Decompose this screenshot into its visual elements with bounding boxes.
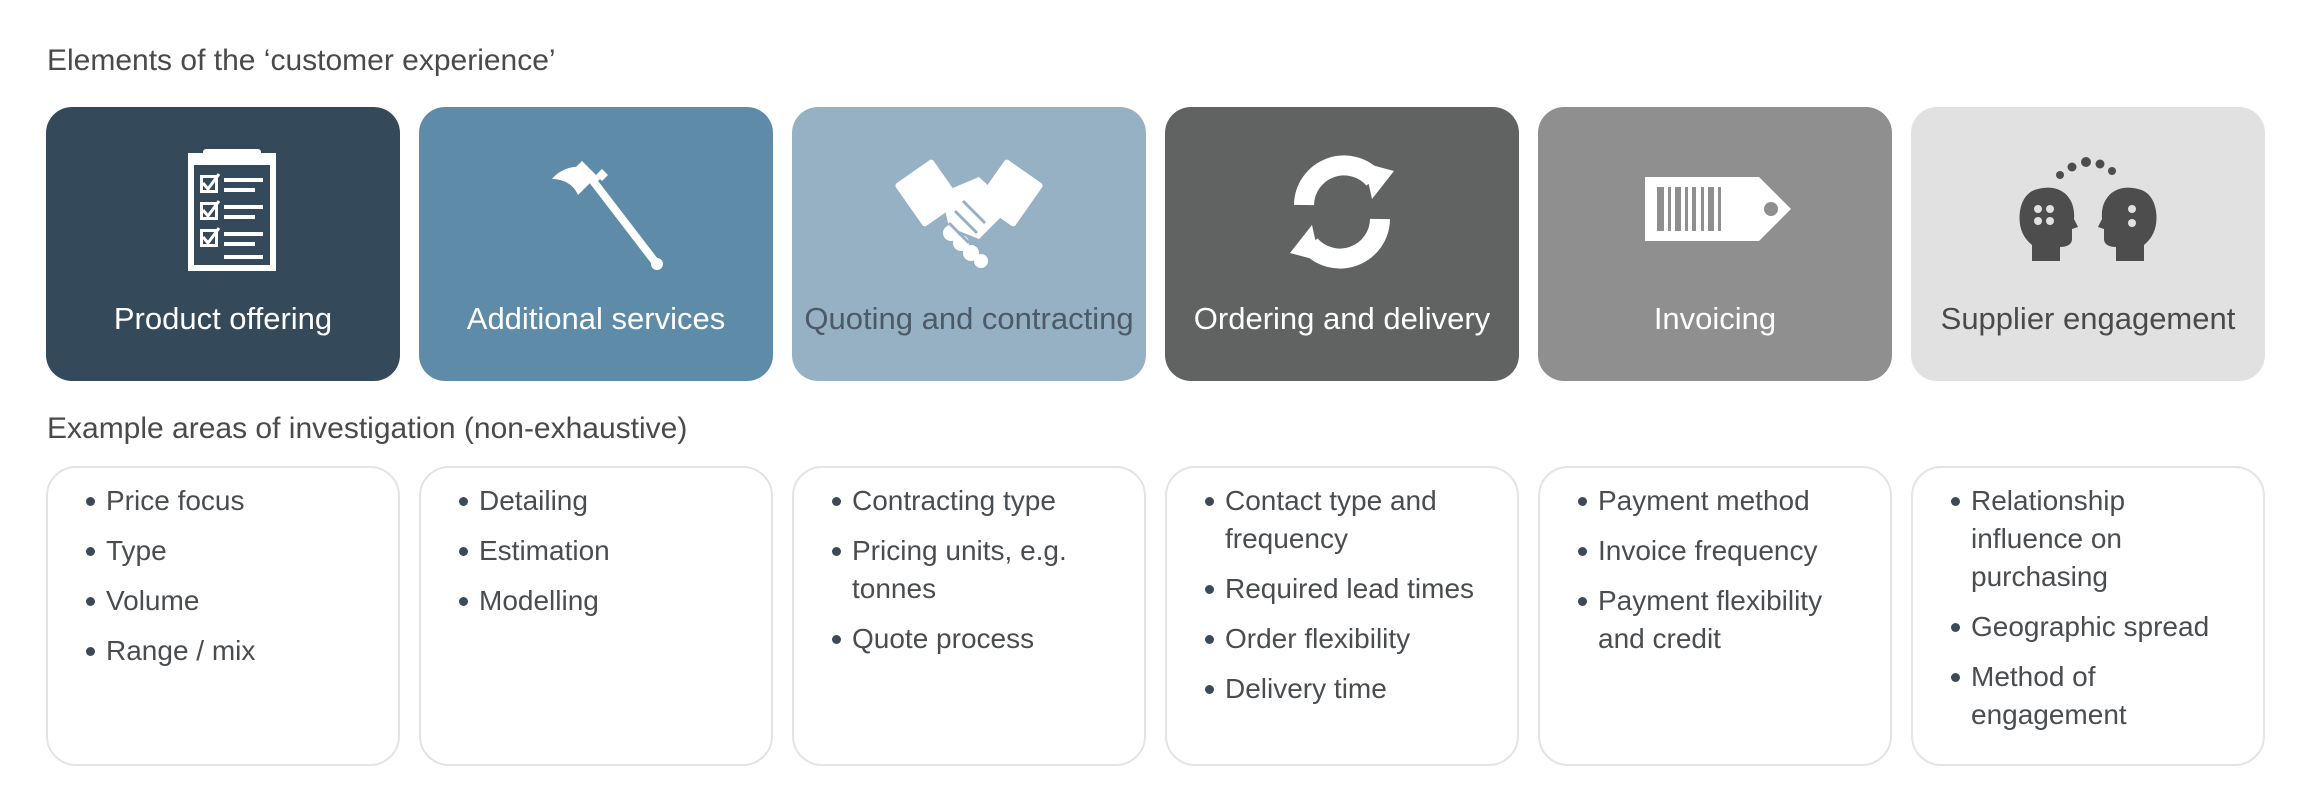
investigation-areas: Price focus Type Volume Range / mix Deta… — [46, 466, 2265, 766]
list-item: Order flexibility — [1205, 620, 1497, 658]
list-item: Contracting type — [832, 482, 1124, 520]
tile-supplier-engagement: Supplier engagement — [1911, 107, 2265, 381]
list-item: Invoice frequency — [1578, 532, 1870, 570]
areas-supplier-engagement: Relationship influence on purchasing Geo… — [1911, 466, 2265, 766]
list-item: Pricing units, e.g. tonnes — [832, 532, 1124, 608]
list-item: Detailing — [459, 482, 751, 520]
tile-label: Ordering and delivery — [1193, 301, 1491, 336]
tile-ordering-and-delivery: Ordering and delivery — [1165, 107, 1519, 381]
tile-invoicing: Invoicing — [1538, 107, 1892, 381]
tile-additional-services: Additional services — [419, 107, 773, 381]
areas-quoting-and-contracting: Contracting type Pricing units, e.g. ton… — [792, 466, 1146, 766]
list-item: Price focus — [86, 482, 378, 520]
list-item: Payment method — [1578, 482, 1870, 520]
tile-product-offering: Product offering — [46, 107, 400, 381]
list-item: Estimation — [459, 532, 751, 570]
areas-additional-services: Detailing Estimation Modelling — [419, 466, 773, 766]
customer-experience-tiles: Product offering Additional services — [46, 107, 2265, 381]
section-heading-areas: Example areas of investigation (non-exha… — [47, 412, 688, 445]
refresh-cycle-icon — [1262, 147, 1422, 277]
tile-label: Additional services — [466, 301, 726, 336]
two-heads-icon — [2008, 147, 2168, 277]
tile-label: Product offering — [113, 301, 333, 336]
handshake-icon — [889, 147, 1049, 277]
list-item: Quote process — [832, 620, 1124, 658]
list-item: Range / mix — [86, 632, 378, 670]
list-item: Geographic spread — [1951, 608, 2243, 646]
tile-label: Quoting and contracting — [804, 301, 1134, 336]
checklist-icon — [143, 147, 303, 277]
section-heading-elements: Elements of the ‘customer experience’ — [47, 44, 556, 77]
areas-invoicing: Payment method Invoice frequency Payment… — [1538, 466, 1892, 766]
list-item: Modelling — [459, 582, 751, 620]
areas-product-offering: Price focus Type Volume Range / mix — [46, 466, 400, 766]
barcode-tag-icon — [1635, 147, 1795, 277]
tile-label: Supplier engagement — [1940, 301, 2236, 336]
list-item: Volume — [86, 582, 378, 620]
tile-label: Invoicing — [1653, 301, 1777, 336]
list-item: Method of engagement — [1951, 658, 2243, 734]
list-item: Delivery time — [1205, 670, 1497, 708]
list-item: Required lead times — [1205, 570, 1497, 608]
list-item: Type — [86, 532, 378, 570]
list-item: Contact type and frequency — [1205, 482, 1497, 558]
areas-ordering-and-delivery: Contact type and frequency Required lead… — [1165, 466, 1519, 766]
axe-icon — [516, 147, 676, 277]
tile-quoting-and-contracting: Quoting and contracting — [792, 107, 1146, 381]
list-item: Payment flexibility and credit — [1578, 582, 1870, 658]
list-item: Relationship influence on purchasing — [1951, 482, 2243, 596]
